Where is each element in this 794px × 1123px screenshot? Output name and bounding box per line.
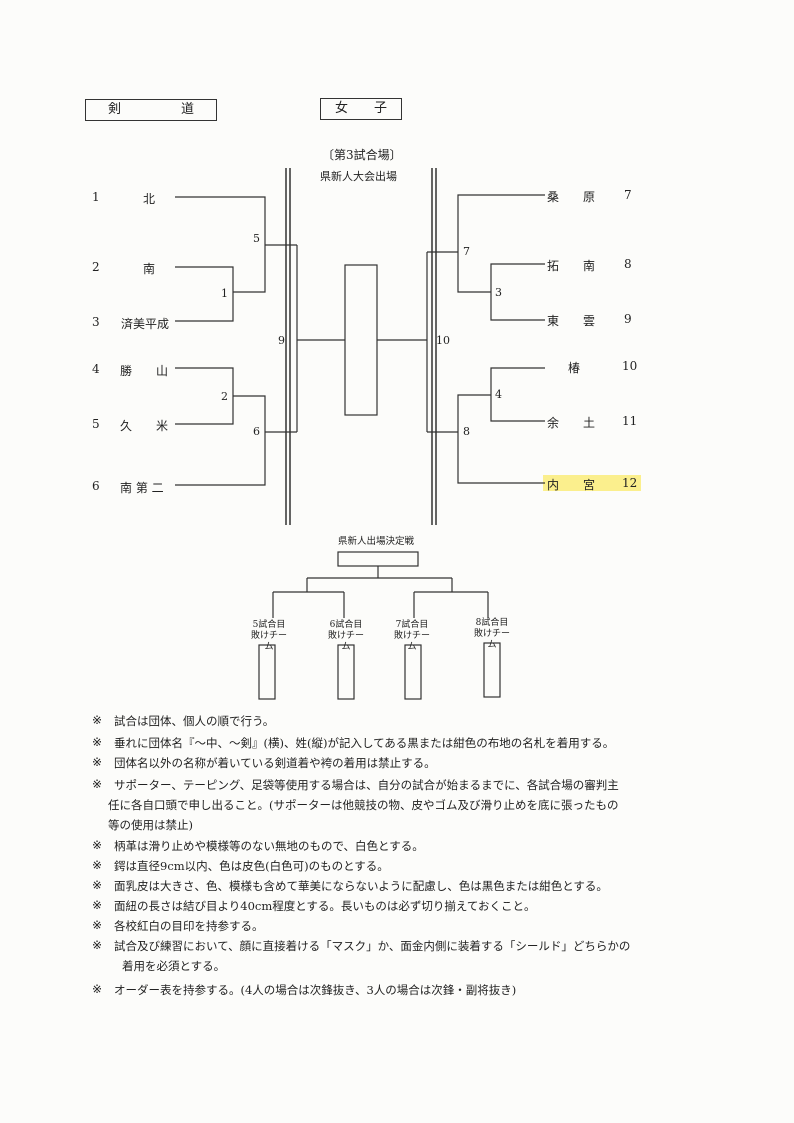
loser-label: 5試合目 敗けチーム bbox=[247, 620, 291, 653]
note-line: 各校紅白の目印を持参する。 bbox=[114, 919, 264, 933]
right-team-no: 11 bbox=[622, 414, 638, 428]
match-number: 10 bbox=[436, 334, 450, 347]
right-team-no: 9 bbox=[624, 312, 632, 326]
gender-label-left: 女 bbox=[335, 101, 349, 116]
loser-label-line1: 8試合目 bbox=[475, 618, 509, 628]
note-mark: ※ bbox=[92, 898, 103, 912]
note-mark: ※ bbox=[92, 918, 103, 932]
sport-label-box: 剣 道 bbox=[85, 99, 217, 121]
note-line: 試合及び練習において、顔に直接着ける「マスク」か、面金内側に装着する「シールド」… bbox=[114, 939, 631, 953]
note-line: 等の使用は禁止) bbox=[108, 818, 193, 832]
match-number: 2 bbox=[221, 390, 228, 403]
note-mark: ※ bbox=[92, 713, 103, 727]
right-team-no: 12 bbox=[622, 476, 638, 490]
sport-label-left: 剣 bbox=[108, 102, 122, 117]
match-number: 4 bbox=[495, 388, 502, 401]
note-line: 柄革は滑り止めや模様等のない無地のもので、白色とする。 bbox=[114, 839, 424, 853]
loser-label: 7試合目 敗けチーム bbox=[390, 620, 434, 653]
loser-label-line1: 5試合目 bbox=[252, 620, 286, 630]
loser-label-line1: 7試合目 bbox=[395, 620, 429, 630]
highlight-marker bbox=[543, 475, 641, 491]
left-team-no: 6 bbox=[92, 479, 100, 493]
match-number: 8 bbox=[463, 425, 470, 438]
note-line: オーダー表を持参する。(4人の場合は次鋒抜き、3人の場合は次鋒・副将抜き) bbox=[114, 983, 517, 997]
note-line: 面紐の長さは結び目より40cm程度とする。長いものは必ず切り揃えておくこと。 bbox=[114, 899, 536, 913]
match-number: 9 bbox=[278, 334, 285, 347]
left-team-no: 3 bbox=[92, 315, 100, 329]
note-line: 着用を必須とする。 bbox=[122, 959, 226, 973]
left-team-name: 北 bbox=[143, 192, 156, 206]
note-line: 試合は団体、個人の順で行う。 bbox=[114, 714, 275, 728]
sport-label-right: 道 bbox=[181, 102, 195, 117]
note-mark: ※ bbox=[92, 838, 103, 852]
left-team-name: 久 米 bbox=[120, 419, 169, 433]
note-mark: ※ bbox=[92, 938, 103, 952]
note-line: サポーター、テーピング、足袋等使用する場合は、自分の試合が始まるまでに、各試合場… bbox=[114, 778, 619, 792]
match-number: 6 bbox=[253, 425, 260, 438]
left-team-name: 南 第 二 bbox=[120, 481, 164, 495]
note-line: 団体名以外の名称が着いている剣道着や袴の着用は禁止する。 bbox=[114, 756, 436, 770]
loser-label-line2: 敗けチーム bbox=[473, 629, 510, 650]
match-number: 5 bbox=[253, 232, 260, 245]
qualification-label: 県新人大会出場 bbox=[320, 170, 397, 183]
loser-label-line2: 敗けチーム bbox=[250, 631, 287, 652]
note-line: 面乳皮は大きさ、色、模様も含めて華美にならないように配慮し、色は黒色または紺色と… bbox=[114, 879, 608, 893]
venue-label: 〔第3試合場〕 bbox=[322, 148, 402, 162]
left-team-no: 2 bbox=[92, 260, 100, 274]
note-mark: ※ bbox=[92, 982, 103, 996]
right-team-name: 桑 原 bbox=[547, 190, 596, 204]
note-mark: ※ bbox=[92, 755, 103, 769]
right-team-name: 拓 南 bbox=[547, 259, 596, 273]
left-team-no: 1 bbox=[92, 190, 100, 204]
left-team-name: 済美平成 bbox=[121, 317, 170, 331]
right-team-name: 東 雲 bbox=[547, 314, 596, 328]
right-team-no: 7 bbox=[624, 188, 632, 202]
left-team-name: 南 bbox=[143, 262, 156, 276]
note-line: 垂れに団体名『～中、～剣』(横)、姓(縦)が記入してある黒または紺色の布地の名札… bbox=[114, 736, 615, 750]
decider-title: 県新人出場決定戦 bbox=[338, 536, 415, 547]
match-number: 1 bbox=[221, 287, 228, 300]
left-team-name: 勝 山 bbox=[120, 364, 169, 378]
loser-label-line2: 敗けチーム bbox=[327, 631, 364, 652]
right-team-name: 椿 bbox=[568, 361, 581, 375]
match-number: 7 bbox=[463, 245, 470, 258]
left-team-no: 4 bbox=[92, 362, 100, 376]
note-line: 任に各自口頭で申し出ること。(サポーターは他競技の物、皮やゴム及び滑り止めを底に… bbox=[108, 798, 619, 812]
note-mark: ※ bbox=[92, 878, 103, 892]
right-team-name: 内 宮 bbox=[547, 478, 596, 492]
loser-label-line1: 6試合目 bbox=[329, 620, 363, 630]
left-team-no: 5 bbox=[92, 417, 100, 431]
right-team-no: 10 bbox=[622, 359, 638, 373]
right-team-name: 余 土 bbox=[547, 416, 596, 430]
note-mark: ※ bbox=[92, 777, 103, 791]
note-mark: ※ bbox=[92, 858, 103, 872]
note-mark: ※ bbox=[92, 735, 103, 749]
loser-label-line2: 敗けチーム bbox=[393, 631, 430, 652]
loser-label: 8試合目 敗けチーム bbox=[470, 618, 514, 651]
loser-label: 6試合目 敗けチーム bbox=[324, 620, 368, 653]
note-line: 鍔は直径9cm以内、色は皮色(白色可)のものとする。 bbox=[114, 859, 389, 873]
gender-label-right: 子 bbox=[374, 101, 388, 116]
gender-label-box: 女 子 bbox=[320, 98, 402, 120]
right-team-no: 8 bbox=[624, 257, 632, 271]
match-number: 3 bbox=[495, 286, 502, 299]
